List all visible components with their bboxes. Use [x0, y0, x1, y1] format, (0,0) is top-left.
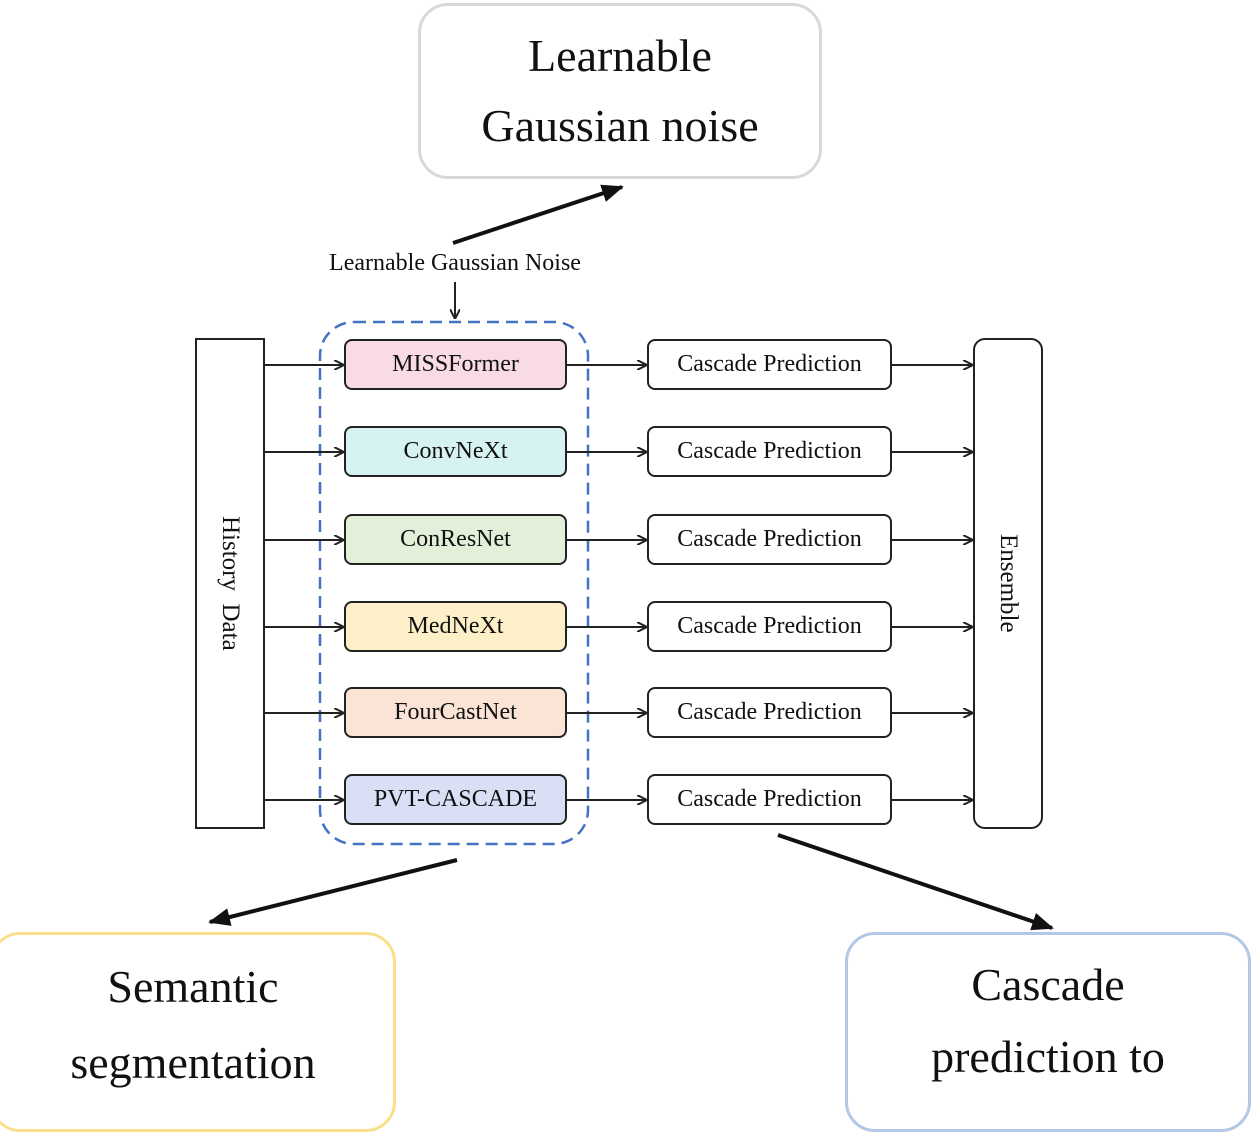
- row-arrows: [265, 365, 972, 800]
- noise-label: Learnable Gaussian Noise: [329, 250, 581, 276]
- cascade-prediction-box-1: Cascade Prediction: [647, 339, 892, 390]
- callout-right-line2: prediction to: [931, 1031, 1165, 1082]
- cascade-prediction-box-2: Cascade Prediction: [647, 426, 892, 477]
- cascade-label: Cascade Prediction: [677, 438, 862, 464]
- model-box-missformer: MISSFormer: [344, 339, 567, 390]
- model-label: PVT-CASCADE: [373, 786, 538, 812]
- arrow-to-right-callout: [777, 833, 1054, 931]
- ensemble-box: Ensemble: [973, 338, 1043, 829]
- model-box-conresnet: ConResNet: [344, 514, 567, 565]
- model-group-dashed-border: [318, 320, 590, 846]
- arrow-to-top-callout: [452, 184, 624, 245]
- model-box-convnext: ConvNeXt: [344, 426, 567, 477]
- callout-left-line2: segmentation: [70, 1037, 316, 1088]
- connector-layer: [208, 184, 1054, 931]
- callout-top-line2: Gaussian noise: [481, 100, 759, 151]
- model-label: FourCastNet: [394, 699, 517, 725]
- callout-cascade-prediction: Cascade prediction to: [845, 932, 1251, 1132]
- model-box-mednext: MedNeXt: [344, 601, 567, 652]
- model-label: ConvNeXt: [403, 438, 508, 464]
- history-data-box: History Data: [195, 338, 265, 829]
- model-label: MedNeXt: [407, 613, 504, 639]
- model-box-fourcastnet: FourCastNet: [344, 687, 567, 738]
- callout-left-line1: Semantic: [107, 961, 279, 1012]
- model-box-pvt-cascade: PVT-CASCADE: [344, 774, 567, 825]
- cascade-prediction-box-3: Cascade Prediction: [647, 514, 892, 565]
- model-label: MISSFormer: [392, 351, 519, 377]
- cascade-label: Cascade Prediction: [677, 526, 862, 552]
- callout-learnable-noise: Learnable Gaussian noise: [418, 3, 822, 179]
- cascade-label: Cascade Prediction: [677, 786, 862, 812]
- callout-semantic-segmentation: Semantic segmentation: [0, 932, 396, 1132]
- cascade-label: Cascade Prediction: [677, 699, 862, 725]
- ensemble-label: Ensemble: [995, 534, 1022, 633]
- history-data-label: History Data: [217, 516, 244, 651]
- model-label: ConResNet: [400, 526, 511, 552]
- arrow-to-left-callout: [208, 858, 458, 926]
- cascade-prediction-box-6: Cascade Prediction: [647, 774, 892, 825]
- cascade-prediction-box-4: Cascade Prediction: [647, 601, 892, 652]
- callout-right-line1: Cascade: [971, 959, 1125, 1010]
- callout-top-line1: Learnable: [528, 30, 712, 81]
- cascade-label: Cascade Prediction: [677, 613, 862, 639]
- cascade-prediction-box-5: Cascade Prediction: [647, 687, 892, 738]
- cascade-label: Cascade Prediction: [677, 351, 862, 377]
